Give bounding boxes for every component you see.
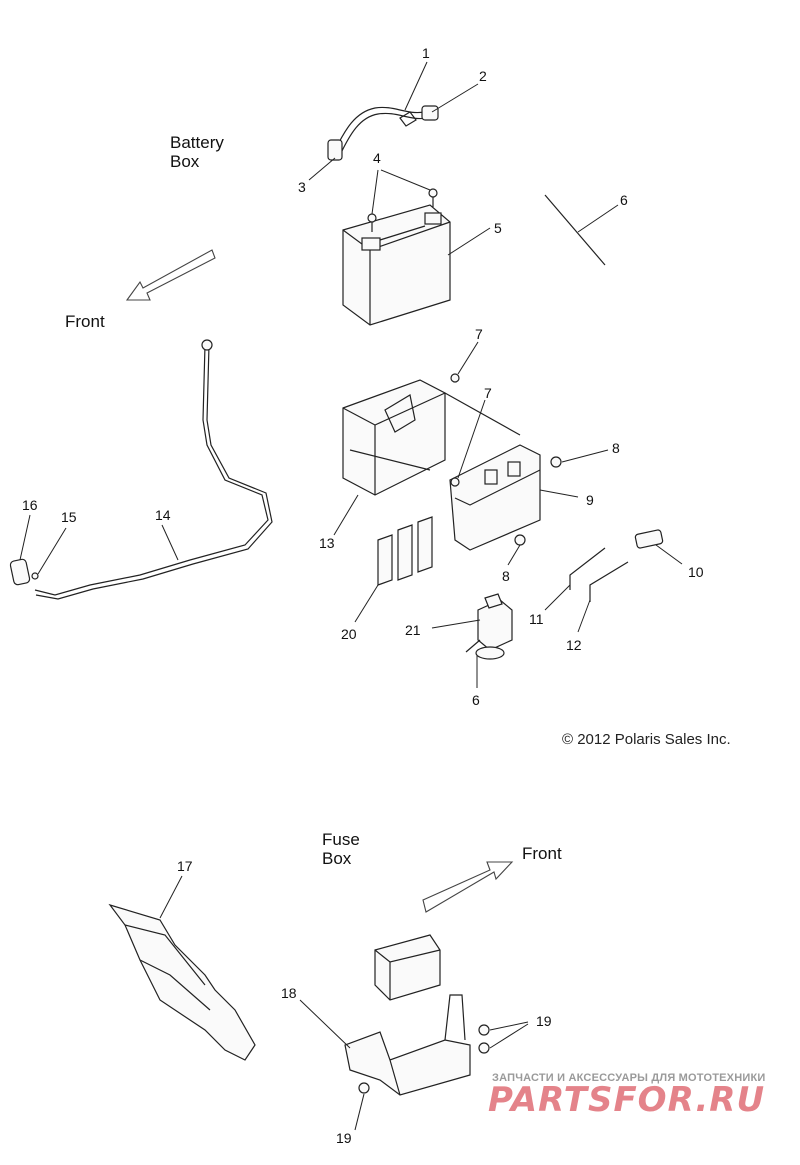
bolt-19b — [478, 1042, 490, 1054]
callout-17: 17 — [177, 858, 193, 874]
watermark-tagline: ЗАПЧАСТИ И АКСЕССУАРЫ ДЛЯ МОТОТЕХНИКИ — [492, 1072, 766, 1084]
strap-rod — [544, 194, 606, 266]
callout-14: 14 — [155, 507, 171, 523]
pin-12 — [589, 561, 629, 602]
callout-10: 10 — [688, 564, 704, 580]
callout-3: 3 — [298, 179, 306, 195]
callout-7-lower: 7 — [484, 385, 492, 401]
relay-assembly — [465, 593, 513, 660]
front-label-bottom: Front — [522, 844, 562, 863]
callout-19-lower: 19 — [336, 1130, 352, 1146]
fuse-box-bracket — [344, 994, 471, 1096]
watermark-logo: PARTSFOR.RU — [488, 1080, 766, 1120]
callout-16: 16 — [22, 497, 38, 513]
battery — [342, 204, 451, 326]
terminal-bolts — [367, 188, 438, 232]
callout-7-upper: 7 — [475, 326, 483, 342]
callout-9: 9 — [586, 492, 594, 508]
fuse-box-cover — [108, 903, 256, 1061]
fuse-box — [374, 934, 441, 1001]
bolt-7b — [450, 477, 460, 487]
callout-19-right: 19 — [536, 1013, 552, 1029]
front-arrow-top — [125, 249, 216, 301]
battery-cable-assembly — [327, 105, 439, 161]
battery-box-tray — [342, 379, 521, 496]
callout-1: 1 — [422, 45, 430, 61]
callout-8-lower: 8 — [502, 568, 510, 584]
callout-8-right: 8 — [612, 440, 620, 456]
bolt-7a — [450, 373, 460, 383]
callout-6-lower: 6 — [472, 692, 480, 708]
callout-12: 12 — [566, 637, 582, 653]
foam-pads — [377, 516, 433, 586]
callout-11: 11 — [529, 611, 544, 627]
battery-bracket — [449, 444, 541, 551]
leader-lines — [19, 61, 683, 1131]
copyright-notice: © 2012 Polaris Sales Inc. — [562, 731, 731, 748]
front-label-top: Front — [65, 312, 105, 331]
front-arrow-bottom — [422, 861, 514, 913]
callout-6-top: 6 — [620, 192, 628, 208]
callout-2: 2 — [479, 68, 487, 84]
callout-5: 5 — [494, 220, 502, 236]
bolt-19c — [358, 1082, 370, 1094]
pin-11 — [569, 547, 606, 590]
callout-21: 21 — [405, 622, 421, 638]
terminal-15 — [31, 572, 39, 580]
bolt-19a — [478, 1024, 490, 1036]
fuse-holder — [634, 529, 664, 549]
ground-cable — [9, 339, 273, 600]
callout-20: 20 — [341, 626, 357, 642]
callout-15: 15 — [61, 509, 77, 525]
nut-8b — [514, 534, 526, 546]
callout-13: 13 — [319, 535, 335, 551]
battery-box-label: Battery Box — [170, 133, 224, 171]
callout-18: 18 — [281, 985, 297, 1001]
callout-4: 4 — [373, 150, 381, 166]
fuse-box-label: Fuse Box — [322, 830, 360, 868]
nut-8a — [550, 456, 562, 468]
